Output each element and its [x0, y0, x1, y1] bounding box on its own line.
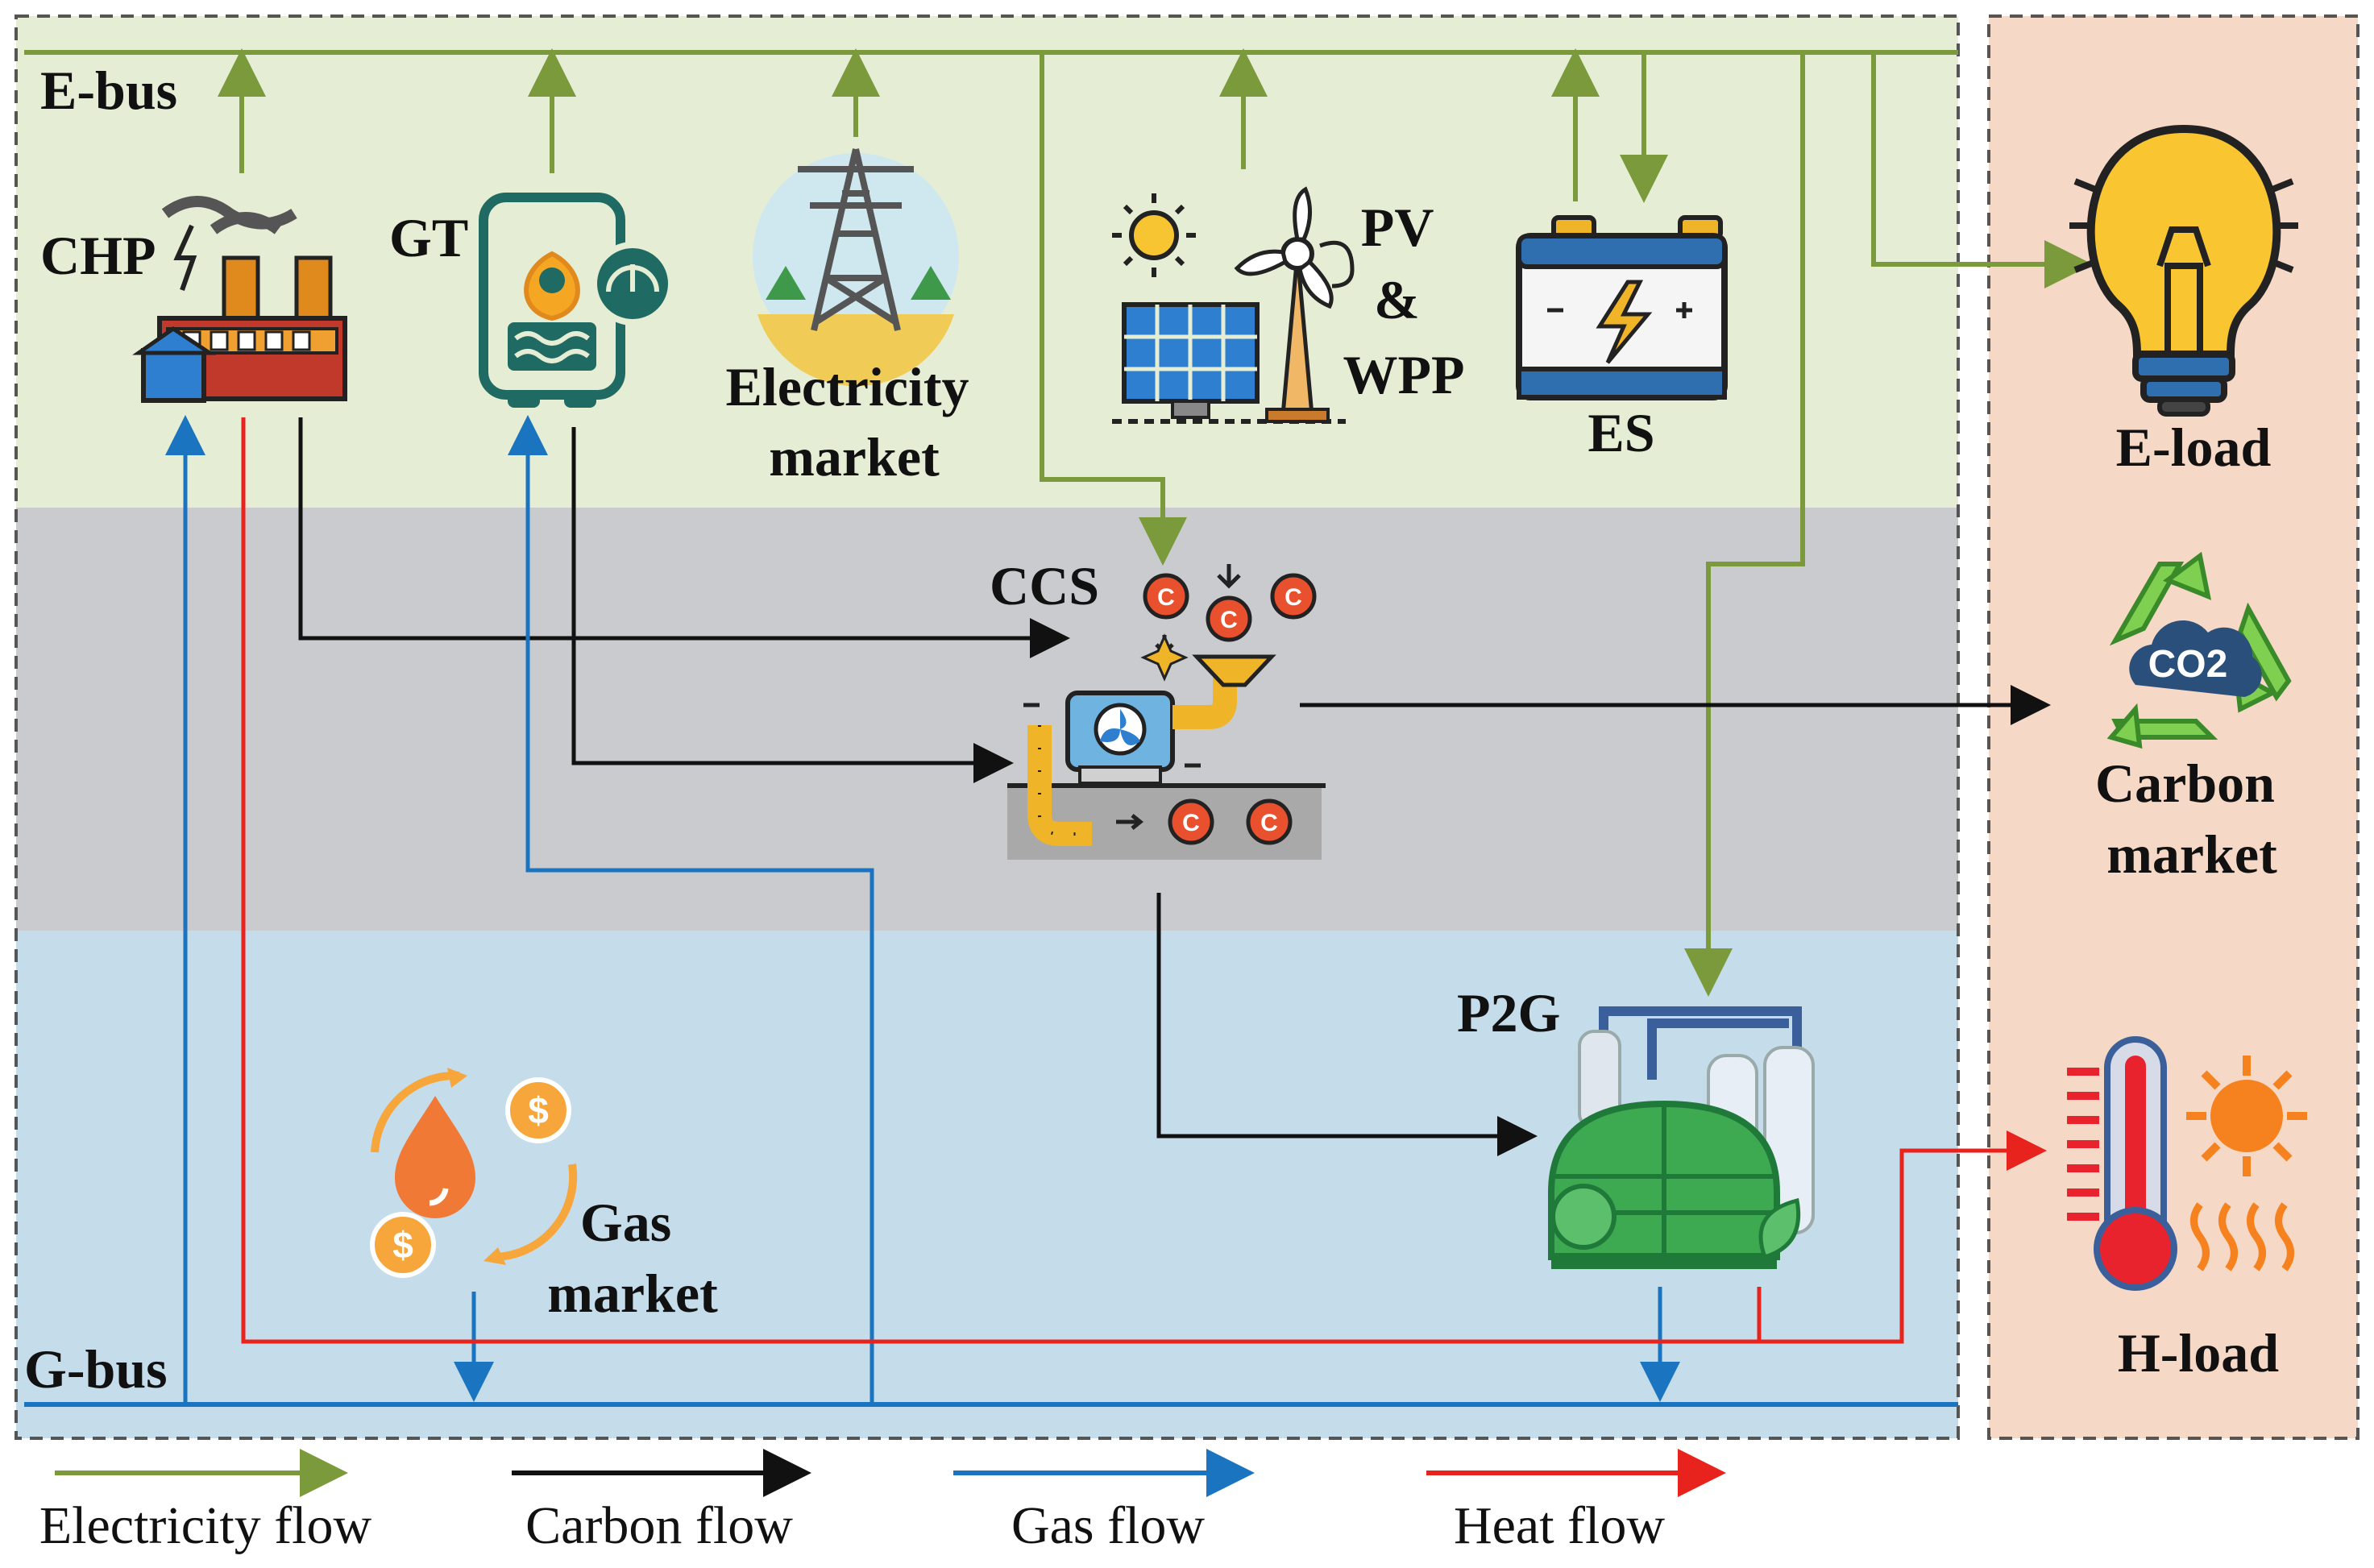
- ebus-to-p2g: [1684, 52, 1805, 997]
- co2-cloud-icon: CO2: [2129, 620, 2262, 697]
- ebus-to-eload: [1871, 52, 2093, 288]
- legend: Electricity flow Carbon flow Gas flow He…: [39, 1449, 1726, 1555]
- svg-text:C: C: [1285, 584, 1302, 611]
- carbon-market-label: Carbon market: [2095, 753, 2289, 885]
- g-bus-label: G-bus: [24, 1338, 168, 1400]
- chp-to-ccs-carbon: [298, 417, 1070, 658]
- gas-market-icon: [370, 1068, 578, 1278]
- thermometer-icon: [2067, 1036, 2177, 1291]
- electricity-flows: [218, 48, 2093, 997]
- transmission-tower-icon: [753, 148, 959, 387]
- recycle-icon: [2106, 551, 2292, 749]
- carbon-flows: [298, 417, 2051, 1156]
- electricity-market-label: Electricity market: [725, 356, 982, 487]
- h-load-label: H-load: [2118, 1322, 2279, 1383]
- svg-text:C: C: [1220, 607, 1238, 633]
- svg-text:C: C: [1157, 584, 1175, 611]
- svg-text:$: $: [528, 1089, 549, 1131]
- svg-text:$: $: [392, 1224, 413, 1266]
- carbon-zone: [16, 508, 1958, 931]
- wind-turbine-icon: [1234, 186, 1355, 423]
- dollar-icons: $ $: [392, 1089, 549, 1266]
- e-load-label: E-load: [2116, 417, 2272, 478]
- p2g-plant-icon: [1548, 1006, 1815, 1269]
- p2g-label: P2G: [1457, 982, 1560, 1043]
- solar-panel-icon: [1112, 302, 1346, 424]
- legend-electricity-label: Electricity flow: [39, 1496, 372, 1555]
- sun-icon: [1112, 193, 1196, 277]
- pv-wpp-label: PV & WPP: [1343, 197, 1464, 405]
- ccs-to-p2g-carbon: [1156, 893, 1538, 1156]
- svg-text:C: C: [1182, 810, 1200, 836]
- chp-label: CHP: [40, 225, 156, 286]
- carbon-coin-letters: C C C C C: [1157, 584, 1302, 836]
- ebus-to-ccs: [1040, 52, 1187, 566]
- heat-flows: [241, 417, 2047, 1344]
- battery-icon: [1516, 215, 1728, 400]
- gt-label: GT: [389, 207, 468, 268]
- e-bus-label: E-bus: [40, 60, 177, 121]
- gas-turbine-icon: [479, 193, 674, 408]
- gt-to-ccs-carbon: [571, 427, 1014, 783]
- carbon-coin-icons: [1143, 573, 1317, 845]
- legend-carbon-label: Carbon flow: [525, 1496, 793, 1555]
- factory-icon: [132, 196, 347, 403]
- light-bulb-icon: [2069, 124, 2298, 417]
- heat-sun-icon: [2186, 1056, 2307, 1271]
- co2-badge-text: CO2: [2148, 643, 2228, 686]
- svg-text:C: C: [1260, 810, 1278, 836]
- ccs-label: CCS: [990, 555, 1099, 616]
- gas-market-label: Gas market: [547, 1192, 718, 1324]
- gbus-to-gt: [508, 415, 874, 1404]
- es-label: ES: [1588, 402, 1654, 463]
- chp-to-hload-heat: [241, 417, 2047, 1344]
- legend-gas-label: Gas flow: [1011, 1496, 1205, 1555]
- ccs-down-arrow-icon: [1217, 564, 1241, 589]
- system-boundary: [15, 15, 1960, 1440]
- legend-heat-label: Heat flow: [1454, 1496, 1665, 1555]
